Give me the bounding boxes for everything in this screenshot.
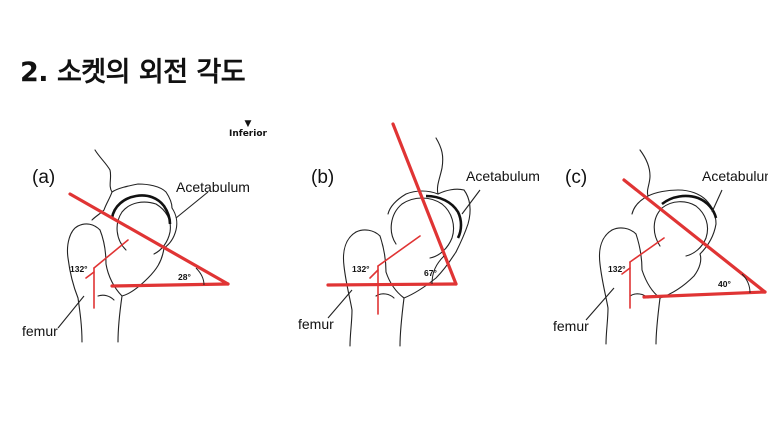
neck-angle-label-a: 132° — [70, 264, 88, 274]
femur-leader-c — [585, 287, 615, 321]
panel-letter-c: (c) — [565, 167, 587, 188]
angle-arc-c — [741, 273, 751, 294]
femoral-neck-axis-a — [93, 239, 129, 269]
acetabulum-label-a: Acetabulum — [176, 179, 250, 195]
femoral-head-b — [390, 194, 463, 259]
pelvis-outline-b — [387, 137, 471, 253]
horizontal-reference-line-c — [642, 290, 767, 299]
femoral-head-c — [653, 194, 718, 257]
femur-leader-a — [57, 295, 85, 329]
neck-angle-marker-a — [85, 271, 95, 279]
socket-angle-label-c: 40° — [718, 279, 731, 289]
femur-label-c: femur — [553, 318, 589, 334]
panel-letter-b: (b) — [311, 167, 334, 188]
angle-arc-a — [195, 267, 205, 286]
femur-leader-b — [327, 289, 353, 319]
femoral-head-a — [110, 194, 172, 255]
neck-angle-marker-b — [369, 269, 379, 279]
panel-letter-a: (a) — [32, 167, 55, 188]
neck-angle-marker-c — [621, 267, 631, 275]
acetabulum-label-b: Acetabulum — [466, 168, 540, 184]
acetabulum-leader-a — [175, 191, 209, 219]
angle-arc-b — [431, 255, 445, 285]
acetabulum-leader-c — [711, 189, 723, 213]
femoral-neck-axis-b — [377, 235, 421, 267]
socket-angle-label-b: 67° — [424, 268, 437, 278]
acetabulum-label-c: Acetabulum — [702, 168, 768, 184]
neck-angle-label-b: 132° — [352, 264, 370, 274]
socket-angle-line-a — [68, 192, 230, 286]
inferior-label: Inferior — [229, 129, 267, 139]
socket-angle-line-c — [622, 178, 767, 294]
femur-outline-a — [66, 223, 165, 343]
inferior-orientation-marker: ▼ Inferior — [226, 119, 270, 140]
horizontal-reference-line-a — [110, 282, 230, 288]
pelvis-outline-a — [91, 149, 178, 249]
page-title: 2. 소켓의 외전 각도 — [20, 57, 246, 88]
femoral-neck-axis-c — [629, 237, 665, 263]
socket-angle-line-b — [391, 122, 458, 286]
neck-angle-label-c: 132° — [608, 264, 626, 274]
acetabulum-leader-b — [461, 189, 481, 215]
femur-label-a: femur — [22, 323, 58, 339]
femur-outline-c — [598, 227, 702, 345]
femur-label-b: femur — [298, 316, 334, 332]
socket-angle-label-a: 28° — [178, 272, 191, 282]
down-arrow-icon: ▼ — [244, 119, 252, 129]
horizontal-reference-line-b — [326, 282, 458, 287]
